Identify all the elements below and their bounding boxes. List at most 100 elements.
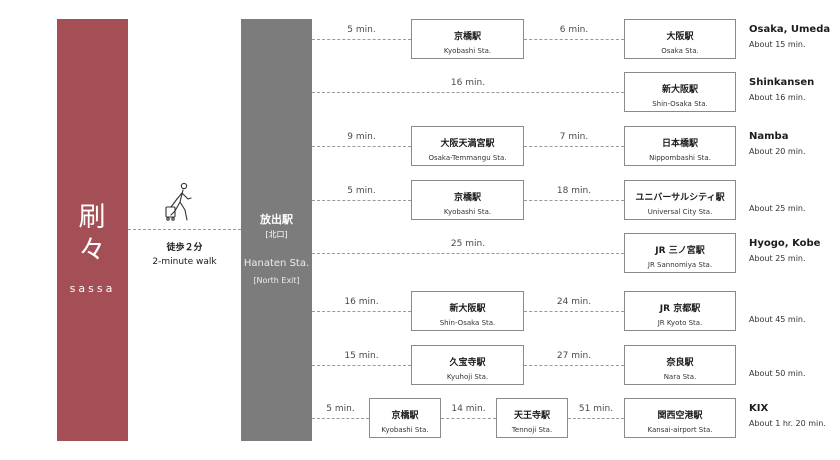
destination-area-label: KIX: [749, 403, 769, 414]
station-name-jp: JR 三ノ宮駅: [655, 246, 705, 256]
route-line: [524, 200, 624, 201]
station-name-en: Kyuhoji Sta.: [446, 373, 489, 381]
destination-station-box: JR 三ノ宮駅 JR Sannomiya Sta.: [624, 233, 736, 273]
walk-connector: [128, 229, 241, 230]
destination-total-time: About 25 min.: [749, 204, 806, 213]
route-line: [312, 146, 411, 147]
station-name-en: Nara Sta.: [663, 373, 697, 381]
destination-area-label: Hyogo, Kobe: [749, 238, 821, 249]
station-name-en: Nippombashi Sta.: [649, 154, 711, 162]
station-name-jp: 京橋駅: [453, 32, 481, 42]
destination-area-label: Shinkansen: [749, 77, 815, 88]
station-name-jp: ユニバーサルシティ駅: [635, 193, 725, 203]
destination-total-time: About 1 hr. 20 min.: [749, 419, 826, 428]
travel-time-label: 5 min.: [347, 186, 376, 196]
station-name-en: Osaka-Temmangu Sta.: [428, 154, 507, 162]
destination-station-box: 新大阪駅 Shin-Osaka Sta.: [624, 72, 736, 112]
station-name-jp: 久宝寺駅: [449, 358, 486, 368]
route-line: [312, 253, 624, 254]
travel-time-label: 16 min.: [450, 78, 486, 88]
station-name-jp: 新大阪駅: [449, 304, 486, 314]
station-name-jp: 日本橋駅: [661, 139, 698, 149]
travel-time-label: 15 min.: [344, 351, 379, 361]
travel-time-label: 6 min.: [559, 25, 589, 35]
route-line: [312, 418, 369, 419]
station-name-en: Tennoji Sta.: [511, 426, 553, 434]
route-line: [441, 418, 496, 419]
route-line: [524, 39, 624, 40]
station-name-jp: 大阪駅: [666, 32, 694, 42]
station-name-en: Universal City Sta.: [647, 208, 713, 216]
route-line: [312, 311, 411, 312]
hotel-bar: 刷 々 sassa: [57, 19, 128, 441]
transfer-station-box: 新大阪駅 Shin-Osaka Sta.: [411, 291, 524, 331]
route-line: [568, 418, 624, 419]
travel-time-label: 25 min.: [450, 239, 486, 249]
station-name-en: Shin-Osaka Sta.: [652, 100, 708, 108]
destination-total-time: About 16 min.: [749, 93, 806, 102]
route-line: [312, 200, 411, 201]
station-name-en: JR Kyoto Sta.: [657, 319, 703, 327]
destination-station-box: 大阪駅 Osaka Sta.: [624, 19, 736, 59]
station-name-en: Kansai-airport Sta.: [647, 426, 713, 434]
route-line: [312, 39, 411, 40]
transfer-station-box: 天王寺駅 Tennoji Sta.: [496, 398, 568, 438]
transfer-station-box: 久宝寺駅 Kyuhoji Sta.: [411, 345, 524, 385]
station-name-en: Kyobashi Sta.: [443, 208, 492, 216]
station-name-jp: 京橋駅: [453, 193, 481, 203]
station-name-jp: 京橋駅: [391, 411, 419, 421]
station-name-en: Kyobashi Sta.: [443, 47, 492, 55]
walk-label-en: 2-minute walk: [152, 257, 217, 267]
station-name-jp: 奈良駅: [666, 358, 694, 368]
origin-station-exit-en: [North Exit]: [253, 276, 300, 285]
station-name-jp: JR 京都駅: [659, 304, 701, 314]
route-line: [524, 365, 624, 366]
origin-station-bar: 放出駅 [北口] Hanaten Sta. [North Exit]: [241, 19, 312, 441]
destination-station-box: JR 京都駅 JR Kyoto Sta.: [624, 291, 736, 331]
travel-time-label: 16 min.: [344, 297, 379, 307]
destination-total-time: About 20 min.: [749, 147, 806, 156]
origin-station-exit-jp: [北口]: [265, 230, 288, 239]
station-name-en: Shin-Osaka Sta.: [439, 319, 496, 327]
station-name-jp: 新大阪駅: [661, 85, 698, 95]
walk-label-jp: 徒歩２分: [166, 243, 203, 253]
travel-time-label: 5 min.: [326, 404, 355, 414]
transfer-station-box: 大阪天満宮駅 Osaka-Temmangu Sta.: [411, 126, 524, 166]
route-line: [524, 146, 624, 147]
station-name-en: JR Sannomiya Sta.: [647, 261, 713, 269]
transfer-station-box: 京橋駅 Kyobashi Sta.: [411, 19, 524, 59]
route-line: [312, 92, 624, 93]
route-line: [312, 365, 411, 366]
station-name-en: Osaka Sta.: [661, 47, 699, 55]
travel-time-label: 9 min.: [347, 132, 376, 142]
travel-time-label: 14 min.: [451, 404, 486, 414]
station-name-jp: 大阪天満宮駅: [440, 139, 495, 149]
origin-station-name-en: Hanaten Sta.: [243, 258, 310, 269]
destination-station-box: ユニバーサルシティ駅 Universal City Sta.: [624, 180, 736, 220]
walking-person-icon: [160, 182, 196, 226]
travel-time-label: 51 min.: [578, 404, 614, 414]
hotel-name-en: sassa: [69, 282, 116, 295]
route-line: [524, 311, 624, 312]
travel-time-label: 24 min.: [556, 297, 592, 307]
travel-time-label: 7 min.: [559, 132, 589, 142]
destination-total-time: About 45 min.: [749, 315, 806, 324]
station-name-jp: 天王寺駅: [513, 411, 550, 421]
travel-time-label: 27 min.: [556, 351, 592, 361]
origin-station-name-jp: 放出駅: [260, 213, 293, 226]
transfer-station-box: 京橋駅 Kyobashi Sta.: [369, 398, 441, 438]
transfer-station-box: 京橋駅 Kyobashi Sta.: [411, 180, 524, 220]
destination-total-time: About 25 min.: [749, 254, 806, 263]
destination-station-box: 奈良駅 Nara Sta.: [624, 345, 736, 385]
hotel-name-jp: 刷 々: [78, 202, 107, 266]
destination-station-box: 関西空港駅 Kansai-airport Sta.: [624, 398, 736, 438]
destination-area-label: Osaka, Umeda: [749, 24, 831, 35]
destination-area-label: Namba: [749, 131, 789, 142]
destination-total-time: About 50 min.: [749, 369, 806, 378]
destination-total-time: About 15 min.: [749, 40, 806, 49]
travel-time-label: 5 min.: [347, 25, 376, 35]
travel-time-label: 18 min.: [556, 186, 592, 196]
destination-station-box: 日本橋駅 Nippombashi Sta.: [624, 126, 736, 166]
station-name-en: Kyobashi Sta.: [381, 426, 429, 434]
station-name-jp: 関西空港駅: [657, 411, 703, 421]
